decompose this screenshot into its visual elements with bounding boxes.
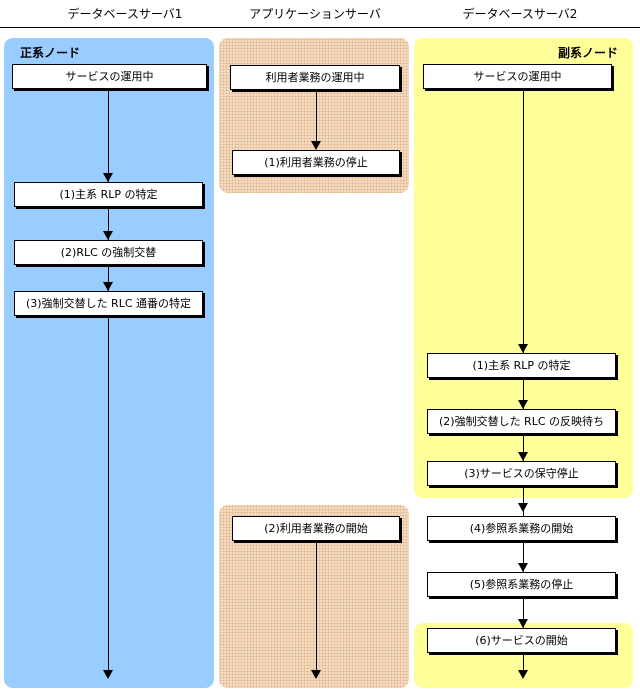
db1-step-running: サービスの運用中 (12, 64, 207, 89)
app-arrowhead-1 (311, 141, 321, 150)
db2-arrowhead-4 (518, 503, 528, 512)
db2-step-4: (4)参照系業務の開始 (427, 516, 616, 541)
app-arrowhead-end (311, 670, 321, 679)
db2-flow-line (523, 90, 524, 672)
db1-arrowhead-end (103, 670, 113, 679)
header-divider (0, 27, 640, 28)
db2-arrowhead-6 (518, 619, 528, 628)
db2-arrowhead-5 (518, 563, 528, 572)
app-flow-line-bottom (316, 541, 317, 671)
primary-node-label: 正系ノード (20, 46, 81, 60)
db2-arrowhead-2 (518, 400, 528, 409)
db2-arrowhead-end (518, 670, 528, 679)
app-step-1: (1)利用者業務の停止 (232, 150, 400, 175)
db2-step-3: (3)サービスの保守停止 (427, 461, 616, 486)
db2-step-6: (6)サービスの開始 (427, 628, 616, 653)
db1-step-2: (2)RLC の強制交替 (14, 240, 203, 265)
db2-step-running: サービスの運用中 (423, 64, 612, 89)
app-step-running: 利用者業務の運用中 (230, 65, 400, 90)
header-app-server: アプリケーションサーバ (249, 7, 381, 21)
db1-arrowhead-3 (103, 282, 113, 291)
header-db-server-1: データベースサーバ1 (67, 7, 183, 21)
db2-step-2: (2)強制交替した RLC の反映待ち (427, 409, 616, 434)
lane-primary-node (4, 38, 214, 688)
db2-arrowhead-3 (518, 452, 528, 461)
app-step-2: (2)利用者業務の開始 (232, 516, 400, 541)
secondary-node-label: 副系ノード (558, 46, 619, 60)
db2-arrowhead-1 (518, 344, 528, 353)
db1-flow-line (108, 90, 109, 672)
db1-arrowhead-2 (103, 231, 113, 240)
db2-step-1: (1)主系 RLP の特定 (427, 353, 616, 378)
app-flow-line-top (316, 90, 317, 142)
db1-arrowhead-1 (103, 173, 113, 182)
db1-step-3: (3)強制交替した RLC 通番の特定 (14, 291, 203, 316)
db1-step-1: (1)主系 RLP の特定 (14, 182, 203, 207)
db2-step-5: (5)参照系業務の停止 (427, 572, 616, 597)
header-db-server-2: データベースサーバ2 (462, 7, 578, 21)
